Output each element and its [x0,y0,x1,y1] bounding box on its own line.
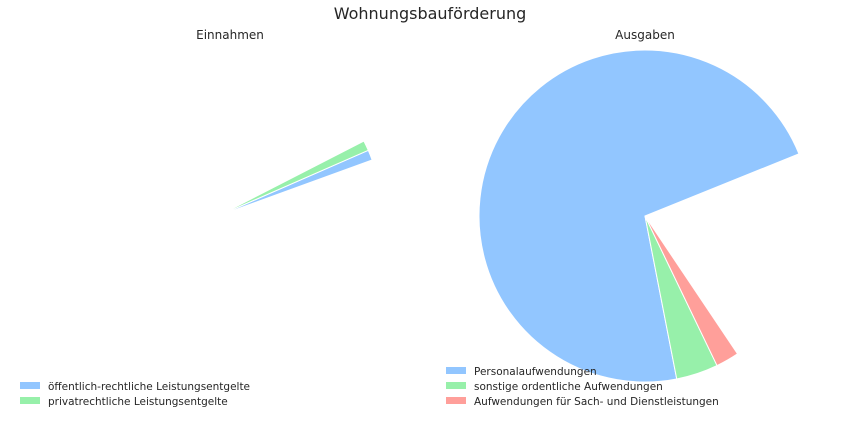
pie-slice-privatrechtliche-leistungsentgelte [217,140,369,217]
legend-einnahmen: öffentlich-rechtliche Leistungsentgelte p… [20,381,250,408]
legend-label-privatrechtliche-leistungsentgelte: privatrechtliche Leistungsentgelte [48,396,228,408]
pie-ausgaben-slices [478,49,800,383]
pie-slice-personalaufwendungen [478,49,800,383]
figure-title: Wohnungsbauförderung [334,4,527,23]
pie-einnahmen-title: Einnahmen [196,28,264,42]
pie-ausgaben: Ausgaben [478,28,800,383]
legend-swatch-privatrechtliche-leistungsentgelte [20,397,40,404]
legend-label-aufwendungen-fur-sach-und-dienstleistungen: Aufwendungen für Sach- und Dienstleistun… [474,396,719,408]
pie-einnahmen: Einnahmen [196,28,373,217]
legend-label-sonstige-ordentliche-aufwendungen: sonstige ordentliche Aufwendungen [474,381,663,393]
legend-swatch-offentlich-rechtliche-leistungsentgelte [20,382,40,389]
legend-label-personalaufwendungen: Personalaufwendungen [474,366,597,378]
pie-ausgaben-title: Ausgaben [615,28,675,42]
legend-swatch-aufwendungen-fur-sach-und-dienstleistungen [446,397,466,404]
legend-swatch-personalaufwendungen [446,367,466,374]
legend-ausgaben: Personalaufwendungen sonstige ordentliche… [446,366,719,408]
legend-swatch-sonstige-ordentliche-aufwendungen [446,382,466,389]
pie-einnahmen-slices [217,140,373,217]
legend-label-offentlich-rechtliche-leistungsentgelte: öffentlich-rechtliche Leistungsentgelte [48,381,250,393]
pie-slice-aufwendungen-fur-sach-und-dienstleistungen [644,215,739,367]
